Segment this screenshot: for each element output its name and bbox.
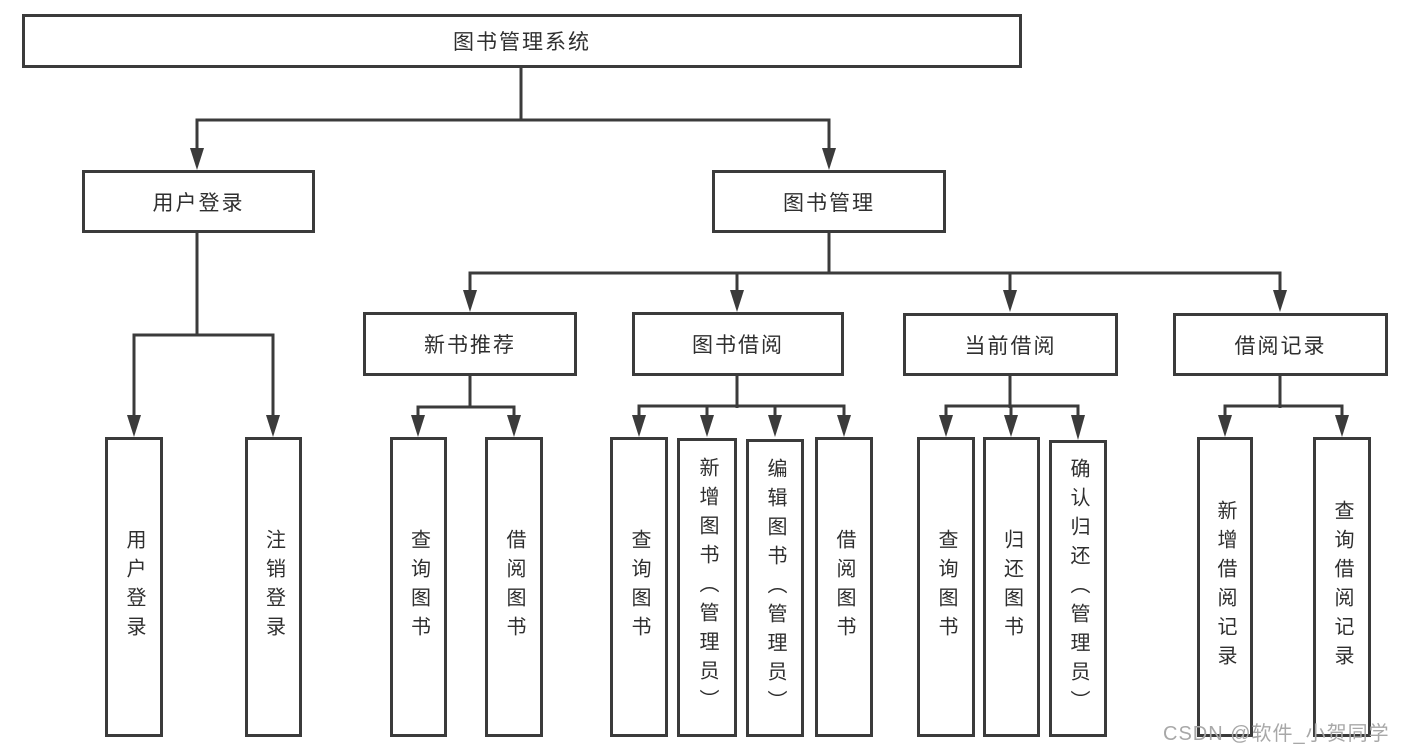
csdn-watermark: CSDN @软件_小贺同学 [1163, 723, 1390, 745]
arrow-down-icon [822, 148, 836, 170]
node-user-login: 用户登录 [82, 170, 315, 233]
leaf-borrow-query-book-label: 查询图书 [628, 529, 650, 645]
arrow-down-icon [730, 290, 744, 312]
leaf-logout-label: 注销登录 [262, 529, 285, 645]
arrow-down-icon [1004, 415, 1018, 437]
arrow-down-icon [190, 148, 204, 170]
arrow-down-icon [1335, 415, 1349, 437]
arrow-down-icon [507, 415, 521, 437]
arrow-down-icon [266, 415, 280, 437]
arrow-down-icon [1273, 290, 1287, 312]
leaf-current-return-book: 归还图书 [983, 437, 1040, 737]
leaf-borrow-edit-book: 编辑图书（管理员） [746, 439, 804, 737]
leaf-recommend-borrow-book: 借阅图书 [485, 437, 543, 737]
node-book-borrow-label: 图书借阅 [692, 334, 784, 357]
arrow-down-icon [1218, 415, 1232, 437]
leaf-current-return-book-label: 归还图书 [1000, 529, 1023, 645]
leaf-borrow-add-book-label: 新增图书（管理员） [696, 457, 718, 718]
leaf-logout: 注销登录 [245, 437, 302, 737]
arrow-down-icon [632, 415, 646, 437]
leaf-recommend-borrow-book-label: 借阅图书 [503, 529, 525, 645]
leaf-current-confirm-return-label: 确认归还（管理员） [1067, 458, 1089, 719]
leaf-current-query-book-label: 查询图书 [935, 529, 957, 645]
node-borrow-record-label: 借阅记录 [1234, 334, 1327, 358]
arrow-down-icon [837, 415, 851, 437]
leaf-recommend-query-book: 查询图书 [390, 437, 447, 737]
arrow-down-icon [463, 290, 477, 312]
node-current-borrow-label: 当前借阅 [964, 334, 1057, 358]
leaf-record-query-record: 查询借阅记录 [1313, 437, 1371, 737]
node-book-borrow: 图书借阅 [632, 312, 844, 376]
arrow-down-icon [411, 415, 425, 437]
node-book-management: 图书管理 [712, 170, 946, 233]
arrow-down-icon [1071, 415, 1085, 440]
arrow-down-icon [939, 415, 953, 437]
leaf-current-query-book: 查询图书 [917, 437, 975, 737]
leaf-record-add-record-label: 新增借阅记录 [1214, 500, 1236, 674]
leaf-current-confirm-return: 确认归还（管理员） [1049, 440, 1107, 737]
leaf-record-add-record: 新增借阅记录 [1197, 437, 1253, 737]
leaf-borrow-add-book: 新增图书（管理员） [677, 438, 737, 737]
node-book-management-label: 图书管理 [783, 191, 875, 215]
node-root: 图书管理系统 [22, 14, 1022, 68]
node-new-book-recommend: 新书推荐 [363, 312, 577, 376]
node-new-book-recommend-label: 新书推荐 [424, 334, 516, 357]
leaf-user-login-label: 用户登录 [123, 529, 145, 645]
arrow-down-icon [768, 415, 782, 437]
node-current-borrow: 当前借阅 [903, 313, 1118, 376]
leaf-borrow-borrow-book-label: 借阅图书 [833, 529, 855, 645]
leaf-user-login: 用户登录 [105, 437, 163, 737]
node-borrow-record: 借阅记录 [1173, 313, 1388, 376]
leaf-borrow-borrow-book: 借阅图书 [815, 437, 873, 737]
leaf-recommend-query-book-label: 查询图书 [407, 529, 430, 645]
leaf-borrow-edit-book-label: 编辑图书（管理员） [764, 457, 786, 719]
node-user-login-label: 用户登录 [152, 191, 245, 215]
arrow-down-icon [1003, 290, 1017, 312]
node-root-label: 图书管理系统 [453, 31, 591, 54]
arrow-down-icon [127, 415, 141, 437]
arrow-down-icon [700, 415, 714, 437]
leaf-record-query-record-label: 查询借阅记录 [1331, 500, 1353, 674]
leaf-borrow-query-book: 查询图书 [610, 437, 668, 737]
